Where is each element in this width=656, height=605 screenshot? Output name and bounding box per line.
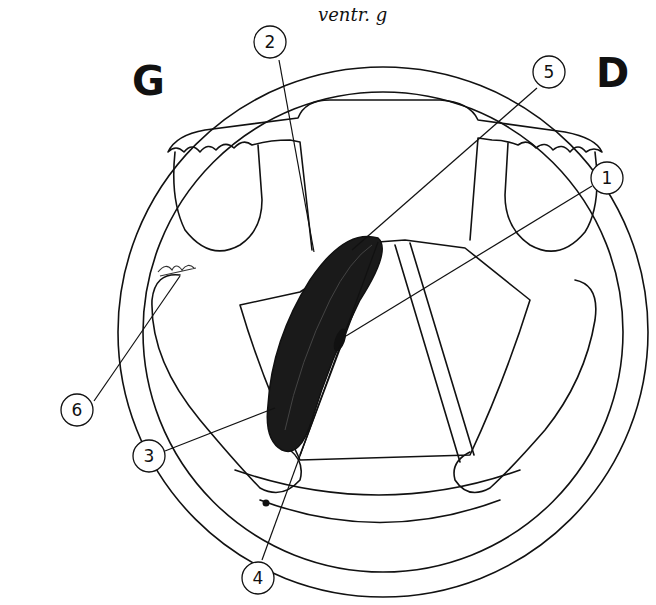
outer-ring (118, 67, 648, 597)
handwritten-note: ventr. g (318, 4, 387, 25)
callout-number: 4 (241, 561, 275, 595)
callout-number: 1 (590, 161, 624, 195)
leader-lines (94, 60, 592, 560)
lesion (263, 236, 383, 506)
ventricular-band-left (174, 145, 262, 251)
epiglottis (168, 100, 602, 250)
callout-number: 5 (532, 55, 566, 89)
callout-number: 3 (132, 439, 166, 473)
callout-circle: 5 (532, 55, 566, 89)
callout-number: 2 (253, 25, 287, 59)
callout-number: 6 (60, 393, 94, 427)
callout-circle: 2 (253, 25, 287, 59)
callout-circle: 3 (132, 439, 166, 473)
posterior-commissure (235, 470, 520, 523)
side-letter: D (596, 50, 629, 96)
callout-circle: 1 (590, 161, 624, 195)
callout-circle: 4 (241, 561, 275, 595)
vocal-fold-right (395, 243, 474, 462)
callout-circle: 6 (60, 393, 94, 427)
side-letter: G (132, 58, 165, 104)
inner-ring (143, 92, 623, 572)
ventricular-band-right (505, 143, 597, 251)
aryepiglottic-fold-right (454, 280, 596, 493)
scribble (158, 265, 196, 276)
